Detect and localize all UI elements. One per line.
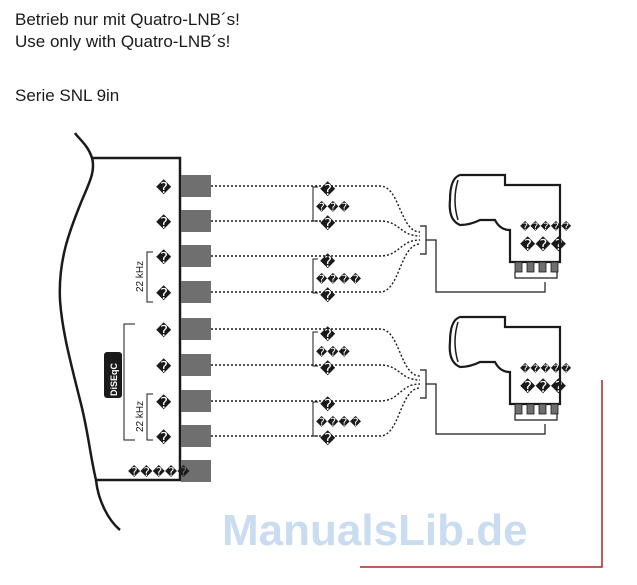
lnb-output-connector <box>526 403 535 415</box>
lnb-label-top: ����� <box>520 220 572 233</box>
group-brace <box>312 401 318 437</box>
coax-cables <box>211 185 546 437</box>
coax-cable <box>211 220 421 237</box>
coax-cable <box>211 387 421 437</box>
lnb-label-bottom: ��� <box>520 378 567 396</box>
input-port-label: � <box>156 322 172 340</box>
lnb-group-label: ������ <box>312 396 362 448</box>
series-label: Serie SNL 9in <box>15 86 120 105</box>
band-label-upper: 22 kHz <box>135 261 146 292</box>
group-label-bottom: � <box>320 287 336 305</box>
group-label-middle: ���� <box>316 273 362 286</box>
coax-cable <box>211 383 421 402</box>
output-port-label: ����� <box>128 465 190 479</box>
coax-cable <box>211 185 421 233</box>
lnb-group-label: ����� <box>312 326 351 378</box>
lnb-output-connector <box>514 403 523 415</box>
input-port-label: � <box>156 179 172 197</box>
group-label-middle: ��� <box>316 346 351 359</box>
lnb-output-connector <box>538 403 547 415</box>
coax-cable <box>211 243 421 293</box>
coax-cable <box>211 364 421 381</box>
input-port-label: � <box>156 429 172 447</box>
group-label-middle: ��� <box>316 201 351 214</box>
switch-port <box>181 425 211 447</box>
multiswitch-housing <box>58 132 182 482</box>
group-label-middle: ���� <box>316 416 362 429</box>
band-label-lower: 22 kHz <box>135 401 146 432</box>
lnb-output-bracket <box>514 414 558 421</box>
lnb-lead <box>426 383 546 435</box>
lnb-group-label: ����� <box>312 181 351 233</box>
group-label-top: � <box>320 253 336 271</box>
quatro-lnb: �������� <box>448 315 572 421</box>
lnb-horn-rim <box>454 321 459 363</box>
input-port-label: � <box>156 394 172 412</box>
watermark-text: ManualsLib.de <box>222 506 528 555</box>
switch-port <box>181 354 211 376</box>
switch-port <box>181 245 211 267</box>
group-brace <box>312 331 318 367</box>
switch-port-labels: ������������� <box>128 179 190 479</box>
switch-port <box>181 390 211 412</box>
lnb-output-connector <box>550 403 559 415</box>
group-label-bottom: � <box>320 215 336 233</box>
group-brace <box>312 186 318 222</box>
input-port-label: � <box>156 358 172 376</box>
lnb-group-labels: ���������������������� <box>312 181 362 448</box>
diseqc-bracket <box>123 323 135 441</box>
lnb-lead <box>426 239 546 293</box>
upper-band-bracket <box>146 251 153 303</box>
diseqc-badge-text: DiSEqC <box>109 362 119 396</box>
input-port-label: � <box>156 249 172 267</box>
switch-port <box>181 281 211 303</box>
switch-port <box>181 210 211 232</box>
lnb-label-bottom: ��� <box>520 236 567 254</box>
coax-cable <box>211 239 421 257</box>
input-port-label: � <box>156 214 172 232</box>
lnb-body <box>448 315 562 406</box>
lnb-horn-rim <box>454 179 459 221</box>
group-label-top: � <box>320 396 336 414</box>
lnb-output-connector <box>550 261 559 273</box>
red-corner-mark <box>360 380 603 568</box>
group-brace <box>312 258 318 294</box>
switch-port <box>181 175 211 197</box>
cable-bundle-clamp <box>420 225 427 255</box>
lnb-output-connector <box>526 261 535 273</box>
switch-port <box>181 318 211 340</box>
cable-bundle-clamp <box>420 369 427 399</box>
diseqc-badge: DiSEqC <box>104 352 122 398</box>
housing-bottom-curve <box>94 479 121 531</box>
switch-ports <box>181 175 211 482</box>
warning-heading-english: Use only with Quatro-LNB´s! <box>15 32 231 51</box>
group-label-bottom: � <box>320 430 336 448</box>
coax-cable <box>211 328 421 377</box>
group-label-top: � <box>320 326 336 344</box>
lnb-label-top: ����� <box>520 362 572 375</box>
quatro-lnb: �������� <box>448 173 572 279</box>
group-label-top: � <box>320 181 336 199</box>
lnb-units: ���������������� <box>448 173 572 421</box>
lower-band-bracket <box>146 393 153 441</box>
lnb-body <box>448 173 562 264</box>
switch-port <box>181 460 211 482</box>
lnb-output-connector <box>514 261 523 273</box>
input-port-label: � <box>156 285 172 303</box>
lnb-group-label: ������ <box>312 253 362 305</box>
lnb-output-bracket <box>514 272 558 279</box>
group-label-bottom: � <box>320 360 336 378</box>
lnb-output-connector <box>538 261 547 273</box>
warning-heading-german: Betrieb nur mit Quatro-LNB´s! <box>15 10 240 29</box>
